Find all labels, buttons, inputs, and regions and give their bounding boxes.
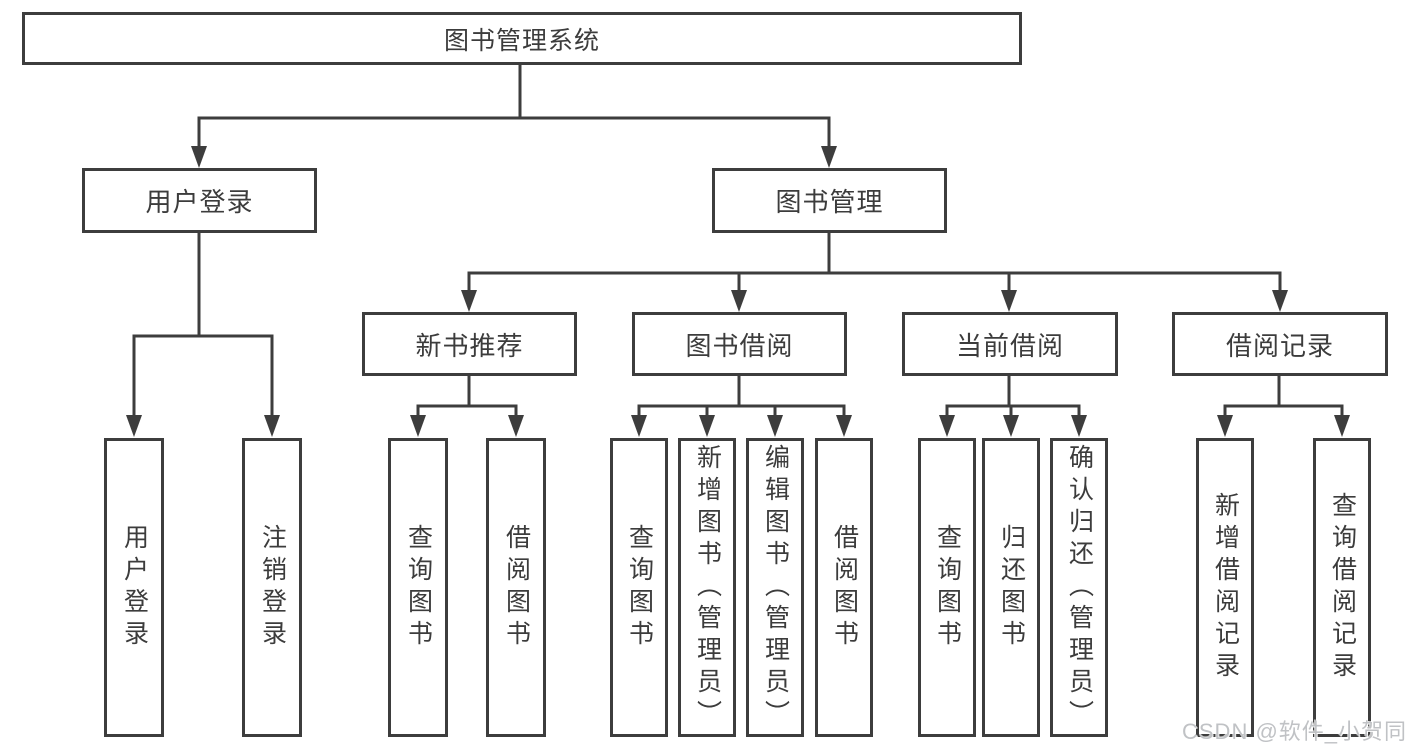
node-label: 归还图书 xyxy=(997,523,1026,652)
arrowhead xyxy=(767,415,783,437)
node-borrowing-records: 借阅记录 xyxy=(1172,312,1388,376)
arrowhead xyxy=(461,290,477,312)
node-label: 用户登录 xyxy=(120,523,149,652)
node-label: 确认归还（管理员） xyxy=(1065,443,1094,732)
leaf-user-login: 用户登录 xyxy=(104,438,164,737)
connector-currentborrow-to-leaves xyxy=(945,376,1081,416)
arrowhead xyxy=(1334,415,1350,437)
node-label: 当前借阅 xyxy=(955,330,1064,361)
arrowhead xyxy=(1217,415,1233,437)
connector-bookborrow-to-leaves xyxy=(637,376,846,416)
arrowhead xyxy=(126,415,142,437)
connector-newbook-to-leaves xyxy=(416,376,518,416)
node-label: 查询借阅记录 xyxy=(1328,491,1357,684)
connector-root-to-level2 xyxy=(197,64,831,147)
leaf-borrow-books: 借阅图书 xyxy=(815,438,873,737)
node-label: 新增图书（管理员） xyxy=(693,443,722,732)
leaf-query-books-borrow: 查询图书 xyxy=(610,438,668,737)
arrowhead xyxy=(1272,290,1288,312)
node-current-borrowing: 当前借阅 xyxy=(902,312,1118,376)
node-label: 借阅图书 xyxy=(502,523,531,652)
leaf-query-borrow-record: 查询借阅记录 xyxy=(1313,438,1371,737)
leaf-borrow-books-recommend: 借阅图书 xyxy=(486,438,546,737)
connector-borrowrecords-to-leaves xyxy=(1223,376,1344,416)
node-label: 图书借阅 xyxy=(685,330,794,361)
node-label: 图书管理 xyxy=(775,187,884,217)
leaf-add-book-admin: 新增图书（管理员） xyxy=(678,438,736,737)
arrowhead xyxy=(1001,290,1017,312)
node-label: 用户登录 xyxy=(145,187,254,217)
node-label: 查询图书 xyxy=(404,523,433,652)
arrowhead xyxy=(410,415,426,437)
arrowhead xyxy=(1071,415,1087,437)
leaf-confirm-return-admin: 确认归还（管理员） xyxy=(1050,438,1108,737)
node-label: 编辑图书（管理员） xyxy=(761,443,790,732)
node-label: 图书管理系统 xyxy=(443,26,600,55)
leaf-query-books-current: 查询图书 xyxy=(918,438,976,737)
arrowhead xyxy=(1003,415,1019,437)
node-library-management-system: 图书管理系统 xyxy=(22,12,1022,65)
connector-userlogin-to-leaves xyxy=(132,233,274,416)
node-label: 查询图书 xyxy=(625,523,654,652)
arrowhead xyxy=(821,146,837,168)
arrowhead xyxy=(939,415,955,437)
node-label: 注销登录 xyxy=(258,523,287,652)
arrowhead xyxy=(836,415,852,437)
leaf-edit-book-admin: 编辑图书（管理员） xyxy=(746,438,804,737)
leaf-add-borrow-record: 新增借阅记录 xyxy=(1196,438,1254,737)
leaf-query-books-recommend: 查询图书 xyxy=(388,438,448,737)
node-book-management: 图书管理 xyxy=(712,168,947,233)
node-label: 借阅图书 xyxy=(830,523,859,652)
node-label: 新书推荐 xyxy=(415,330,524,361)
leaf-return-book: 归还图书 xyxy=(982,438,1040,737)
node-label: 借阅记录 xyxy=(1225,330,1334,361)
arrowhead xyxy=(731,290,747,312)
csdn-watermark: CSDN @软件_小贺同学 xyxy=(1182,719,1405,744)
arrowhead xyxy=(631,415,647,437)
arrowhead xyxy=(699,415,715,437)
arrowhead xyxy=(508,415,524,437)
node-label: 查询图书 xyxy=(933,523,962,652)
arrowhead xyxy=(191,146,207,168)
node-new-book-recommend: 新书推荐 xyxy=(362,312,577,376)
arrowhead xyxy=(264,415,280,437)
connector-bookmgmt-to-level3 xyxy=(467,233,1282,291)
node-book-borrowing: 图书借阅 xyxy=(632,312,847,376)
leaf-logout: 注销登录 xyxy=(242,438,302,737)
node-user-login: 用户登录 xyxy=(82,168,317,233)
node-label: 新增借阅记录 xyxy=(1211,491,1240,684)
